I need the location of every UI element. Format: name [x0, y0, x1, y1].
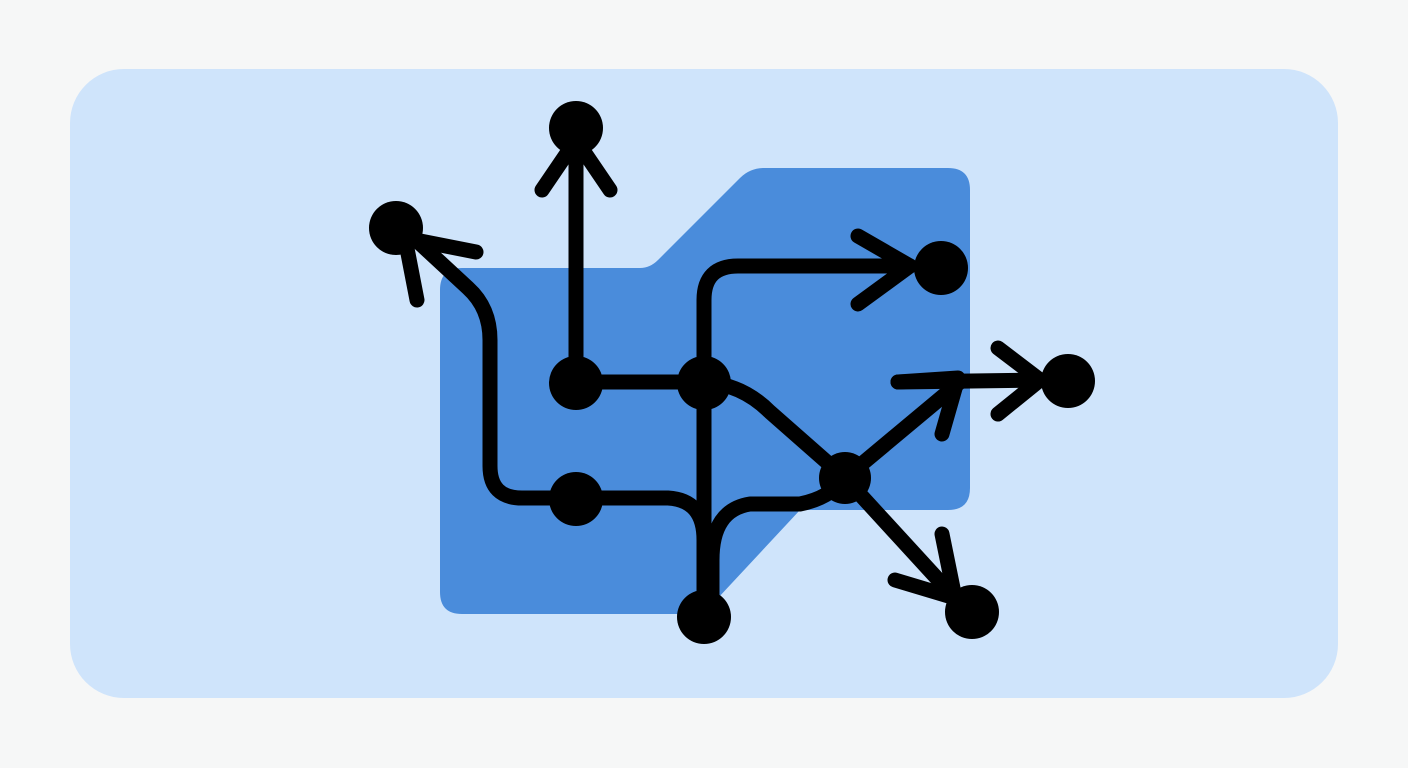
node-center: [677, 356, 731, 410]
node-hub: [819, 452, 871, 504]
arrowhead-hub-up-right: [890, 370, 966, 442]
edge-left-branch: [406, 230, 584, 506]
node-right: [1041, 354, 1095, 408]
node-top-right: [914, 241, 968, 295]
graph-nodes: [369, 101, 1095, 644]
node-upper-left: [369, 201, 423, 255]
edge-bottom-join: [568, 490, 712, 548]
node-top: [549, 101, 603, 155]
node-bottom: [677, 590, 731, 644]
edge-hub-down-right: [837, 470, 963, 606]
arrowhead-right: [990, 340, 1048, 422]
node-lower-left: [549, 472, 603, 526]
node-bottom-right: [945, 585, 999, 639]
arrowhead-top-right: [850, 228, 918, 312]
node-mid-left: [549, 356, 603, 410]
edge-up-right-to-node: [696, 258, 918, 390]
